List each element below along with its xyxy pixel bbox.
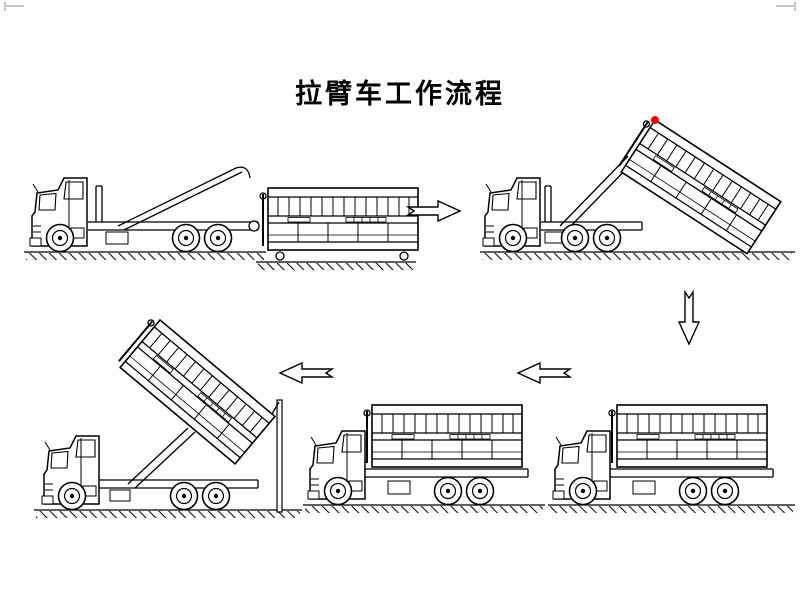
page-corner-mark — [794, 2, 796, 11]
truck-chassis — [541, 221, 643, 244]
tipped-container — [113, 313, 276, 465]
down-arrow-icon — [678, 291, 700, 345]
ground-line — [24, 251, 416, 270]
page-corner-mark — [4, 2, 6, 11]
left-arrow-icon — [279, 362, 333, 384]
diagram-title: 拉臂车工作流程 — [295, 79, 505, 109]
page-corner-mark — [6, 5, 24, 7]
ground-line — [34, 509, 302, 518]
hook-arm — [127, 427, 196, 489]
rear-guide-bar — [271, 399, 283, 513]
hook-arm — [95, 166, 251, 231]
left-arrow-icon — [517, 362, 571, 384]
loaded-truck — [308, 405, 528, 505]
stage-1-truck-behind-container — [24, 166, 419, 270]
ground-line — [480, 251, 795, 260]
stage-5-container-tipped — [34, 313, 302, 518]
ground-line — [548, 504, 795, 513]
hook-arm — [544, 155, 636, 231]
ground-line — [303, 504, 545, 513]
page-corner-mark — [776, 5, 794, 7]
tilted-container — [613, 114, 782, 255]
stage-2-container-being-lifted — [480, 114, 795, 260]
truck-chassis — [88, 220, 260, 245]
loaded-truck — [553, 405, 773, 505]
stage-3-container-loaded — [548, 405, 795, 513]
lift-hook-marker-dot — [651, 116, 659, 124]
stage-4-container-transport — [303, 405, 545, 513]
container-on-ground — [259, 187, 419, 261]
